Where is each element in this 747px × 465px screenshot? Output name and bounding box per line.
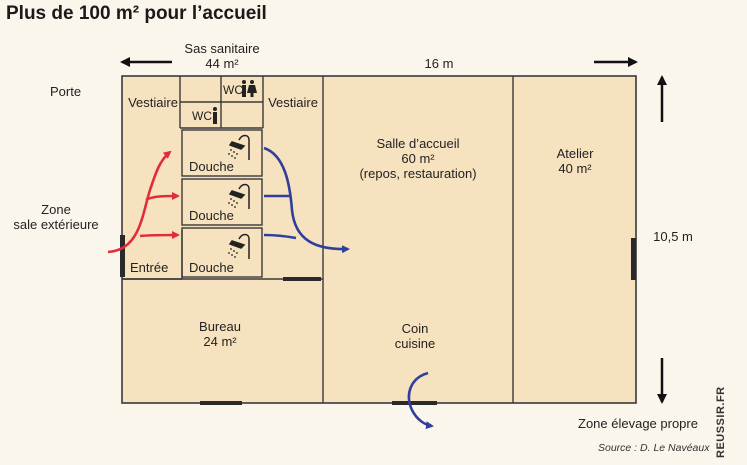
height-label: 10,5 m [653,229,693,244]
sas-title: Sas sanitaire [184,41,260,56]
atelier-area: 40 m² [558,161,592,176]
source-credit: Source : D. Le Navéaux [598,442,710,454]
zone-propre-label: Zone élevage propre [578,416,698,431]
clean-flow-arrows [263,146,434,430]
width-label: 16 m [424,56,454,71]
dimension-arrows [120,57,667,404]
person-man-icon [242,80,246,97]
room-vestiaire-right: Vestiaire [268,95,318,110]
room-atelier: Atelier 40 m² [540,146,610,176]
sas-label: Sas sanitaire 44 m² [172,41,272,71]
person-woman-icon [247,80,257,97]
person-man-icon [213,107,217,124]
coin-name: Coin [401,321,429,336]
bureau-name: Bureau [199,319,241,334]
room-douche-1: Douche [189,159,234,174]
salle-area: 60 m² [401,151,435,166]
shower-icon [228,134,250,160]
room-douche-3: Douche [189,260,234,275]
coin-sub: cuisine [394,336,436,351]
zone-sale-line1: Zone [41,202,71,217]
room-salle-accueil: Salle d’accueil 60 m² (repos, restaurati… [343,136,493,181]
building-floor [121,75,637,404]
room-vestiaire-left: Vestiaire [128,95,178,110]
shower-icon [228,183,250,209]
page-title: Plus de 100 m² pour l’accueil [6,3,267,24]
sas-area: 44 m² [205,56,239,71]
room-wc-small: WC [192,109,212,123]
porte-label: Porte [50,84,82,99]
atelier-name: Atelier [556,146,594,161]
room-wc-top: WC [223,83,243,97]
shower-icon [228,233,250,259]
room-bureau: Bureau 24 m² [185,319,255,349]
doors [120,235,636,405]
room-coin-cuisine: Coin cuisine [380,321,450,351]
room-douche-2: Douche [189,208,234,223]
dirty-flow-arrows [107,150,180,254]
salle-usage: (repos, restauration) [359,166,477,181]
brand-watermark: REUSSIR.FR [715,386,727,458]
zone-sale-label: Zone sale extérieure [4,202,108,232]
salle-name: Salle d’accueil [376,136,460,151]
bureau-area: 24 m² [203,334,237,349]
zone-sale-line2: sale extérieure [13,217,99,232]
room-entree: Entrée [130,260,169,275]
